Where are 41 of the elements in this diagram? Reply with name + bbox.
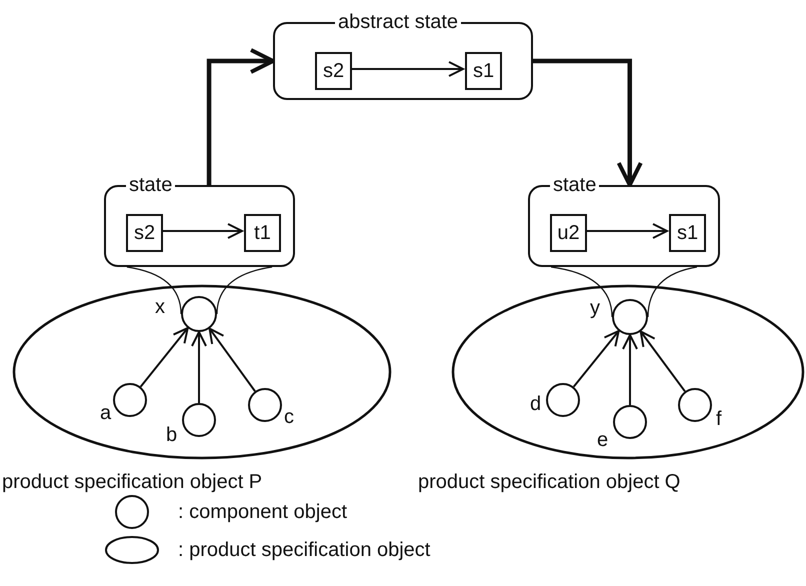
connector-line <box>216 266 272 314</box>
arrow <box>350 61 464 77</box>
component-circle <box>113 383 147 417</box>
arrow <box>622 334 638 405</box>
component-circle <box>678 388 712 422</box>
component-circle <box>613 405 647 439</box>
component-circle <box>546 383 580 417</box>
node-letter: c <box>284 406 294 428</box>
arrow <box>140 327 189 388</box>
arrow <box>585 223 668 239</box>
arrow <box>161 223 243 239</box>
value-box: s1 <box>465 52 502 90</box>
component-circle <box>181 296 217 332</box>
value-box: t1 <box>244 214 281 252</box>
value-box: s2 <box>126 214 163 252</box>
connector-line <box>647 266 698 318</box>
node-letter: e <box>597 429 608 451</box>
component-circle <box>612 299 648 335</box>
node-letter: d <box>530 393 542 415</box>
component-circle <box>182 403 216 437</box>
legend-text: : component object <box>178 501 347 523</box>
node-letter: a <box>100 402 112 424</box>
node-letter: f <box>716 408 722 430</box>
arrow <box>533 58 643 187</box>
legend-text: : product specification object <box>178 539 430 561</box>
connector-line <box>126 266 182 314</box>
value-box: s1 <box>669 214 706 252</box>
object-heading: product specification object Q <box>418 471 680 493</box>
value-box: u2 <box>550 214 587 252</box>
arrow <box>572 330 620 388</box>
connector-line <box>550 266 613 318</box>
arrow <box>640 330 686 392</box>
arrow <box>191 331 207 403</box>
component-circle <box>248 388 282 422</box>
object-heading: product specification object P <box>2 471 262 493</box>
node-letter: x <box>155 296 165 318</box>
node-letter: b <box>166 424 178 446</box>
value-box: s2 <box>315 52 352 90</box>
arrow <box>206 48 275 185</box>
node-letter: y <box>590 297 600 319</box>
arrow <box>208 328 256 392</box>
